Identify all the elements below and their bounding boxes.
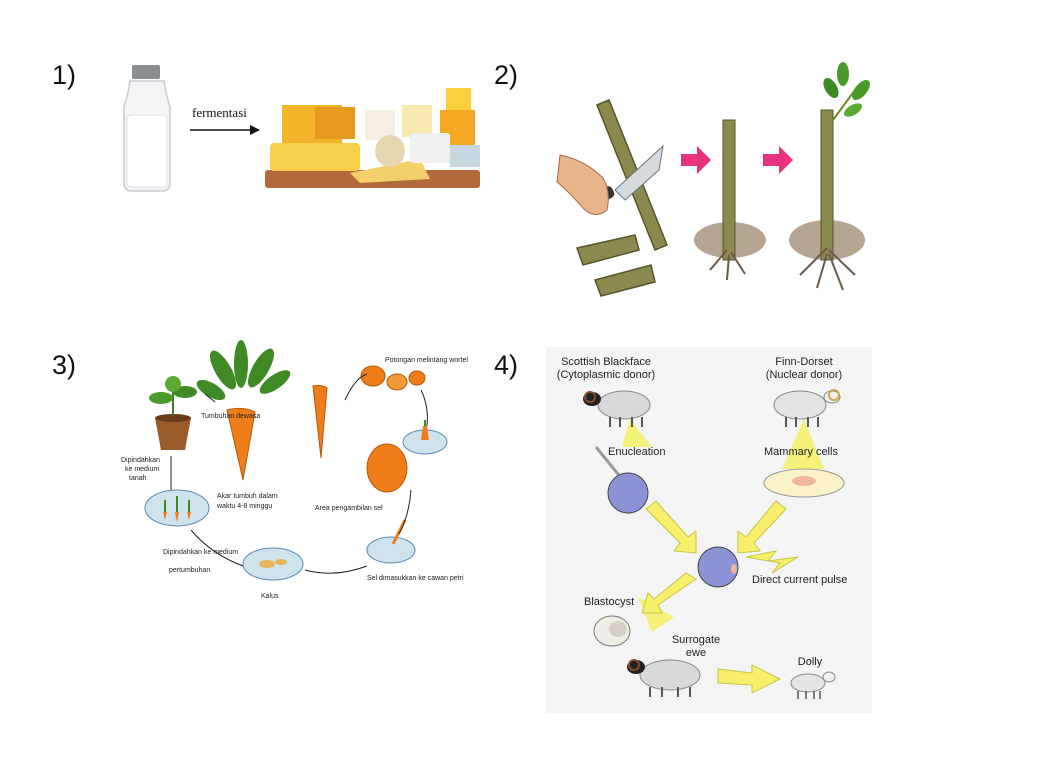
carrot-section-icon	[366, 443, 408, 493]
label-pulse: Direct current pulse	[752, 574, 847, 586]
label-mature-plant: Tumbuhan dewasa	[201, 413, 260, 420]
panel-fermentation: fermentasi	[110, 55, 490, 215]
seedling-dish-icon	[144, 489, 210, 527]
hand-icon	[556, 154, 609, 215]
arrow-icon	[641, 572, 697, 614]
fermentation-arrow-icon	[190, 125, 260, 135]
label-cell-area: Area pengambilan sel	[315, 505, 383, 512]
label-enucleation: Enucleation	[608, 446, 666, 458]
arrow-icon	[645, 500, 697, 554]
planted-cutting-icon	[694, 119, 766, 281]
label-moved-growth: Dipindahkan ke medium	[163, 549, 238, 556]
cheese-icon	[265, 88, 480, 188]
carrot-icon	[196, 340, 291, 481]
arrow-right-icon	[681, 146, 711, 174]
petri-dish-icon	[402, 420, 448, 455]
pulse-bolt-icon	[745, 550, 799, 574]
label-blastocyst: Blastocyst	[584, 596, 634, 608]
donor1-name: Scottish Blackface	[561, 356, 651, 368]
panel-number-3: 3)	[52, 350, 77, 380]
label-moved-soil: Dipindahkan	[121, 457, 160, 464]
fermentation-label: fermentasi	[192, 105, 247, 120]
donor2-role: (Nuclear donor)	[766, 369, 842, 381]
label-moved-soil: ke medium	[125, 466, 159, 473]
sheep-dolly-icon	[790, 671, 836, 699]
label-surrogate: Surrogate	[672, 634, 720, 646]
label-moved-growth: pertumbuhan	[169, 567, 210, 574]
label-roots: waktu 4-8 minggu	[216, 503, 272, 510]
donor2-name: Finn-Dorset	[775, 356, 832, 368]
arrow-right-icon	[763, 146, 793, 174]
label-cross-section: Potongan melintang wortel	[385, 357, 468, 364]
carrot-small-icon	[312, 384, 328, 459]
light-beam	[622, 419, 652, 447]
callus-dish-icon	[242, 547, 304, 581]
panel-cloning: Scottish Blackface (Cytoplasmic donor) F…	[546, 347, 872, 713]
fused-cell-icon	[697, 546, 739, 588]
panel-number-2: 2)	[494, 60, 519, 90]
label-cells-inserted: Sel dimasukkan ke cawan petri	[367, 575, 464, 582]
blastocyst-icon	[593, 615, 631, 647]
petri-dish-icon	[366, 519, 416, 564]
sheep-blackface-icon	[583, 390, 651, 427]
cycle-arrows	[170, 373, 428, 574]
light-beam	[782, 419, 824, 469]
label-moved-soil: tanah	[129, 475, 147, 482]
sheep-surrogate-icon	[627, 659, 701, 697]
panel-cutting	[555, 60, 885, 300]
sheep-finn-dorset-icon	[773, 389, 841, 427]
arrow-icon	[717, 664, 782, 694]
donor1-role: (Cytoplasmic donor)	[557, 369, 655, 381]
mammary-dish-icon	[763, 468, 845, 498]
panel-number-4: 4)	[494, 350, 519, 380]
label-surrogate: ewe	[686, 647, 706, 659]
label-mammary: Mammary cells	[764, 446, 838, 458]
label-dolly: Dolly	[798, 656, 823, 668]
carrot-slices-icon	[360, 365, 426, 391]
panel-tissue-culture: Tumbuhan dewasa Potongan melintang worte…	[115, 340, 490, 610]
egg-cell-icon	[594, 446, 649, 514]
arrow-icon	[737, 500, 787, 554]
panel-number-1: 1)	[52, 60, 77, 90]
milk-bottle-icon	[123, 65, 171, 192]
label-callus: Kalus	[261, 593, 279, 600]
potted-plant-icon	[149, 376, 197, 450]
label-roots: Akar tumbuh dalam	[217, 493, 278, 500]
rooted-plant-icon	[789, 62, 870, 291]
